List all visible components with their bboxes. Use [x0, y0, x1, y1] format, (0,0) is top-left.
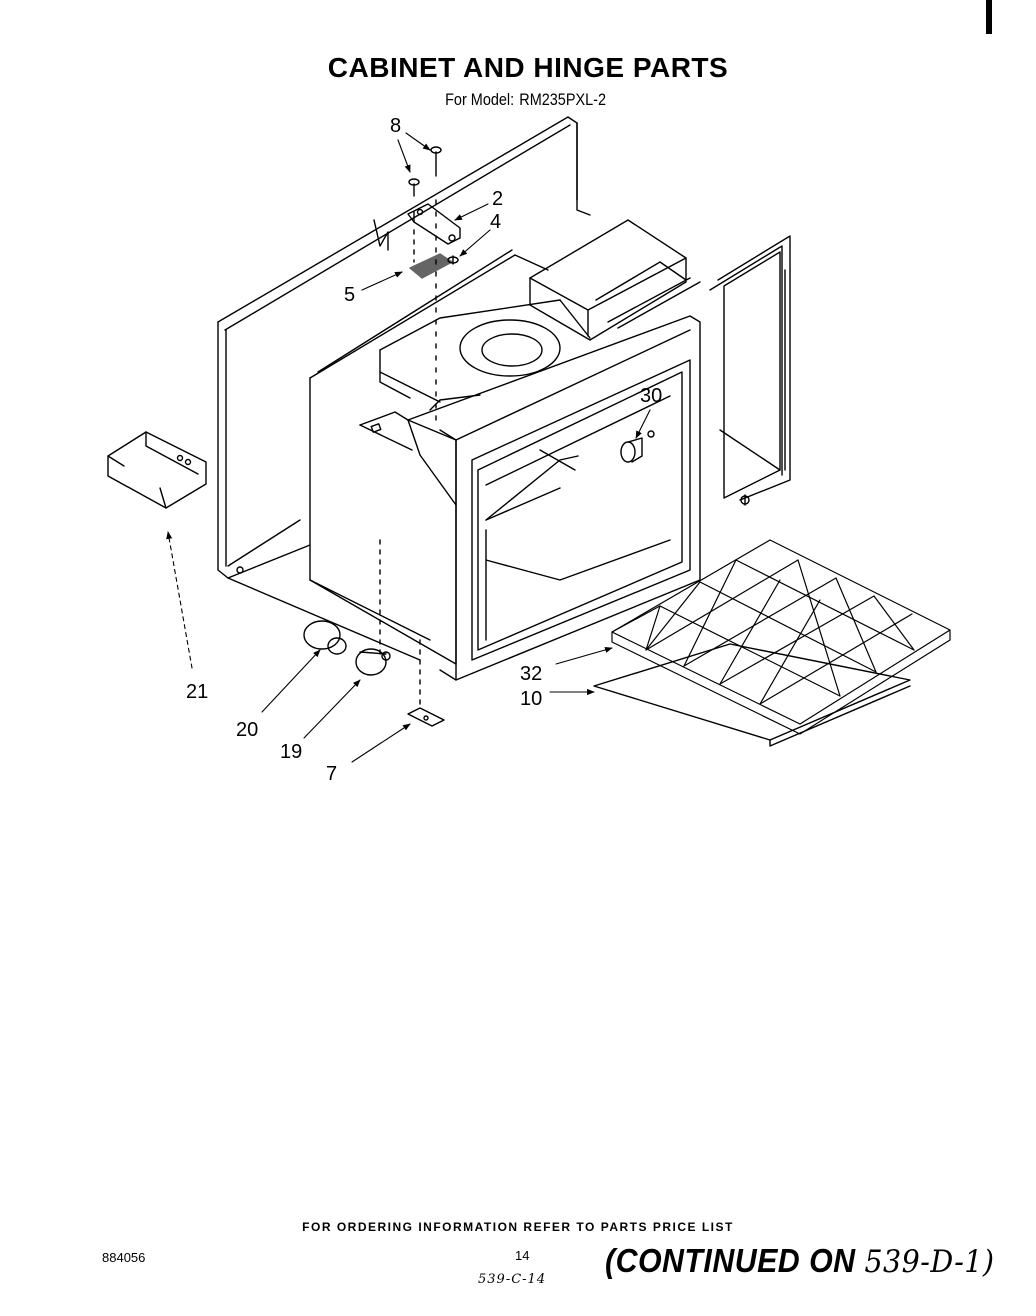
continued-note: (CONTINUED ON 539-D-1): [605, 1242, 995, 1280]
callout-4: 4: [490, 211, 501, 233]
model-number: RM235PXL-2: [519, 90, 607, 109]
oven-rack: [611, 539, 951, 735]
door-frame: [359, 315, 701, 681]
callout-20: 20: [236, 719, 258, 741]
continued-label: (CONTINUED ON: [605, 1242, 856, 1279]
callout-2: 2: [492, 188, 503, 210]
model-label: For Model:: [445, 90, 515, 109]
callout-8: 8: [390, 115, 401, 137]
glass-tray: [593, 643, 911, 747]
callout-19: 19: [280, 741, 302, 763]
outer-cabinet: [217, 116, 791, 661]
oven-cavity: [309, 219, 701, 665]
door-switch: [620, 430, 655, 463]
handwritten-page-ref: 539-C-14: [478, 1272, 547, 1287]
document-number: 884056: [102, 1250, 146, 1265]
side-bracket: [107, 431, 207, 509]
callout-leaders: [166, 132, 651, 763]
callout-labels: 8 2 4 5 30 21 32 10 20 19 7: [186, 115, 662, 785]
callout-21: 21: [186, 681, 208, 703]
callout-30: 30: [640, 385, 662, 407]
page-number: 14: [515, 1248, 530, 1263]
callout-32: 32: [520, 663, 542, 685]
callout-10: 10: [520, 688, 542, 710]
hinge-assembly: [373, 146, 461, 421]
mounting-clip: [407, 707, 445, 727]
callout-7: 7: [326, 763, 337, 785]
continued-page-ref: 539-D-1): [864, 1244, 995, 1280]
callout-5: 5: [344, 284, 355, 306]
page-title: CABINET AND HINGE PARTS: [327, 52, 729, 83]
lower-components: [303, 539, 421, 711]
ordering-information-note: FOR ORDERING INFORMATION REFER TO PARTS …: [302, 1220, 734, 1234]
model-line: For Model:RM235PXL-2: [440, 90, 606, 110]
scan-corner-mark: [986, 0, 992, 34]
